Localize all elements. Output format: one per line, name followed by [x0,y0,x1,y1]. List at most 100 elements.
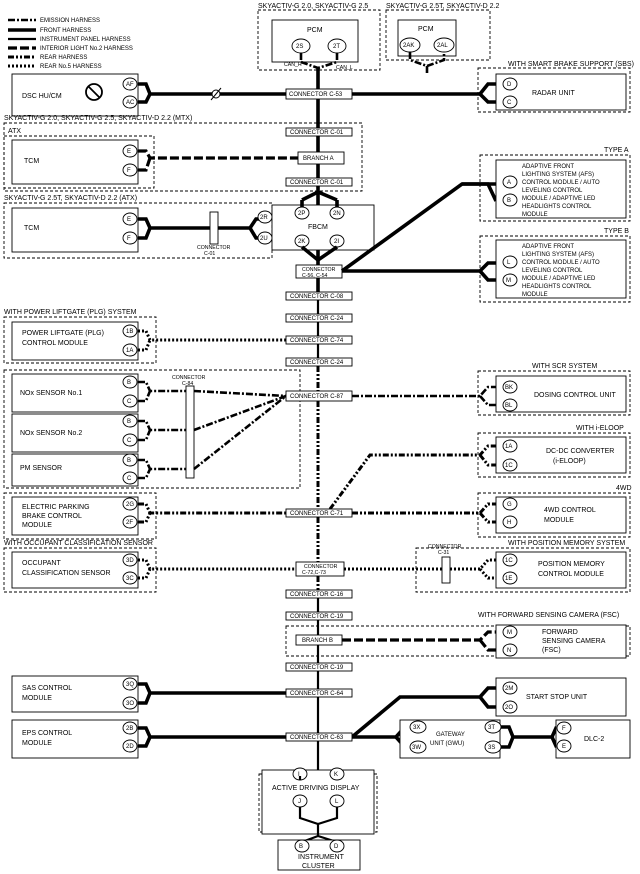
dlc-2-connector [555,719,631,759]
connector-label: C-01 [204,251,215,257]
connector-c-31 [441,556,451,584]
pin [556,721,572,735]
pin-label: 2N [333,211,341,217]
option-label: SKYACTIV-G 2.0, SKYACTIV-G 2.5, SKYACTIV… [4,115,192,122]
pin [329,767,345,781]
tcm-label: TCM [24,225,39,232]
pin-label: A [507,180,511,186]
pin-label: G [507,502,512,508]
dosing-label: DOSING CONTROL UNIT [534,392,617,399]
dc-dc-converter-module [495,436,627,474]
branch-label: BRANCH B [302,638,333,644]
radar-unit-module [495,73,627,111]
pin [409,740,427,754]
fsc-frame [285,625,631,657]
connector-c-01-side [209,211,219,245]
connector-c-19 [285,611,353,621]
pin [556,739,572,753]
option-label: WITH SCR SYSTEM [532,363,598,370]
pin-label: 1C [505,463,513,469]
pin [122,394,138,408]
pin [502,681,518,695]
option-label: WITH i-ELOOP [576,425,624,432]
legend-label: FRONT HARNESS [40,28,91,34]
connector-label: CONNECTOR C-19 [290,665,344,671]
fbcm-module [271,204,375,251]
connector-c-19 [285,662,353,672]
start-stop-unit [495,677,627,717]
connector-label: CONNECTOR [428,544,462,550]
gwu-label: UNIT (GWU) [430,741,464,747]
connector-label: CONNECTOR C-87 [290,394,344,400]
pin-label: D [334,844,339,850]
afs-line: MODULE [522,292,548,298]
pin [122,324,138,338]
dcdc-label: (i-ELOOP) [553,458,586,465]
plg-module [11,321,139,361]
plg-option-frame [3,316,157,364]
connector-label: CONNECTOR C-71 [290,511,344,517]
connector-c-74 [285,335,353,345]
connector-label: C-31 [438,550,449,556]
pm-sensor-module [11,453,139,487]
fsc-label: SENSING CAMERA [542,638,606,645]
pin-label: 2K [298,239,305,245]
pin [122,553,138,567]
legend-label: EMISSION HARNESS [40,18,100,24]
instrument-cluster-module [277,839,361,871]
pin [122,497,138,511]
pin-label: 2AK [403,43,414,49]
option-label: SKYACTIV-G 2.5T, SKYACTIV-D 2.2 [386,3,499,10]
4wd-frame [477,492,631,538]
ocs-label: OCCUPANT [22,560,61,567]
pin-label: 1E [505,576,512,582]
pin-label: M [507,630,512,636]
pin-label: 3O [126,701,134,707]
pin-label: 2O [505,705,513,711]
plg-label: CONTROL MODULE [22,340,88,347]
connector-c-84 [185,385,195,479]
pin-label: N [507,648,511,654]
pin [294,839,310,853]
connector-label: C-56, C-54 [302,273,327,279]
pm-label: PM SENSOR [20,465,62,472]
pin-label: 2U [260,236,268,242]
epb-label: MODULE [22,522,52,529]
option-label: WITH POWER LIFTGATE (PLG) SYSTEM [4,309,137,316]
pin [502,625,518,639]
ieloop-frame [477,432,631,478]
afs-type-b-module [495,239,627,299]
pin-label: C [127,399,132,405]
afs-line: ADAPTIVE FRONT [522,164,574,170]
pin [502,553,518,567]
pin [122,144,138,158]
dosing-control-unit [495,375,627,413]
legend-label: INSTRUMENT PANEL HARNESS [40,37,131,43]
connector-label: CONNECTOR C-16 [290,592,344,598]
can-h-label: CAN_H [284,62,302,68]
connector-c-24 [285,313,353,323]
pin-label: AF [126,82,134,88]
pin-label: 3D [126,558,134,564]
nox-sensor-1-module [11,373,139,413]
pin [122,739,138,753]
connector-label: C-72,C-73 [302,570,326,576]
tcm-module [11,139,139,185]
connector-label: CONNECTOR [304,564,338,570]
pin [502,193,518,207]
pin [502,77,518,91]
connector-c-01 [285,177,353,187]
afs-type-a-module [495,159,627,219]
epb-frame [3,492,157,540]
pin [502,700,518,714]
pin-label: B [127,419,131,425]
pin-label: B [507,198,511,204]
position-memory-module [495,551,627,589]
afs-type-a-label: ADAPTIVE FRONT LIGHTING SYSTEM (AFS) CON… [522,164,600,218]
adisp-label: ACTIVE DRIVING DISPLAY [272,785,360,792]
pin-label: 3X [413,725,420,731]
option-label: WITH OCCUPANT CLASSIFICATION SENSOR [4,540,153,547]
option-label: TYPE A [604,147,629,154]
pin [502,439,518,453]
